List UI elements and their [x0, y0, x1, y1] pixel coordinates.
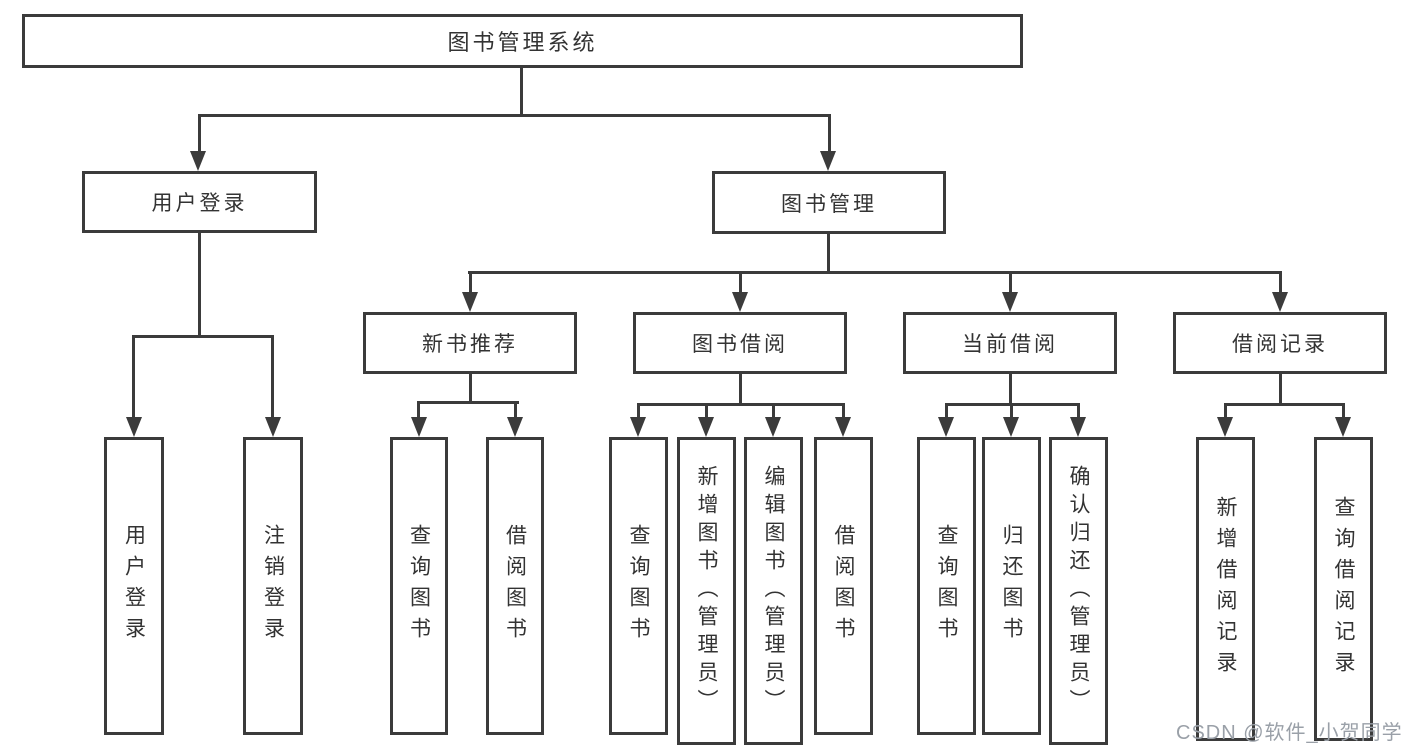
arrowhead-to-current-return — [1003, 417, 1019, 437]
connector-borrow-stub-1 — [637, 403, 640, 427]
arrowhead-to-book-mgmt — [820, 151, 836, 171]
connector-record-stub-1 — [1224, 403, 1227, 427]
leaf-borrow-query: 查询图书 — [609, 437, 668, 735]
arrowhead-to-borrow-add — [698, 417, 714, 437]
leaf-user-login-label: 用户登录 — [122, 524, 146, 648]
node-book-mgmt-group-label: 图书管理 — [781, 192, 877, 216]
connector-mgmt-stub-1 — [469, 271, 472, 293]
connector-newbook-stub-2 — [514, 401, 517, 427]
leaf-current-query-label: 查询图书 — [935, 524, 958, 648]
arrowhead-to-borrow-query — [630, 417, 646, 437]
connector-newbook-hline — [417, 401, 519, 404]
csdn-watermark: CSDN @软件_小贺同学 — [1176, 722, 1403, 744]
node-new-book-recommend-label: 新书推荐 — [422, 333, 518, 356]
arrowhead-to-record — [1272, 292, 1288, 312]
connector-mgmt-stub-4 — [1279, 271, 1282, 293]
arrowhead-to-borrow-edit — [765, 417, 781, 437]
node-book-borrow: 图书借阅 — [633, 312, 847, 374]
connector-root-right-stub — [828, 114, 831, 154]
leaf-current-confirm-admin: 确认归还（管理员） — [1049, 437, 1108, 745]
connector-root-left-stub — [198, 114, 201, 154]
leaf-user-login: 用户登录 — [104, 437, 164, 735]
leaf-borrow-borrow-label: 借阅图书 — [832, 524, 855, 648]
connector-current-stub-3 — [1077, 403, 1080, 427]
connector-current-vline — [1009, 374, 1012, 404]
node-root: 图书管理系统 — [22, 14, 1023, 68]
leaf-newbook-borrow: 借阅图书 — [486, 437, 544, 735]
arrowhead-to-current-confirm — [1070, 417, 1086, 437]
leaf-borrow-add-admin-label: 新增图书（管理员） — [695, 465, 718, 717]
leaf-borrow-edit-admin: 编辑图书（管理员） — [744, 437, 803, 745]
leaf-borrow-borrow: 借阅图书 — [814, 437, 873, 735]
arrowhead-to-borrow-borrow — [835, 417, 851, 437]
leaf-user-logout: 注销登录 — [243, 437, 303, 735]
connector-mgmt-vline — [827, 234, 830, 272]
connector-mgmt-stub-3 — [1009, 271, 1012, 293]
arrowhead-to-current — [1002, 292, 1018, 312]
node-user-login-group-label: 用户登录 — [151, 192, 248, 215]
connector-user-hline — [132, 335, 274, 338]
node-book-borrow-label: 图书借阅 — [692, 333, 788, 356]
connector-current-stub-2 — [1010, 403, 1013, 427]
arrowhead-to-record-add — [1217, 417, 1233, 437]
connector-newbook-stub-1 — [417, 401, 420, 427]
leaf-borrow-add-admin: 新增图书（管理员） — [677, 437, 736, 745]
leaf-borrow-edit-admin-label: 编辑图书（管理员） — [762, 465, 785, 717]
node-root-label: 图书管理系统 — [447, 30, 598, 55]
arrowhead-to-record-query — [1335, 417, 1351, 437]
connector-user-vline — [198, 233, 201, 335]
leaf-newbook-borrow-label: 借阅图书 — [503, 524, 527, 648]
node-book-mgmt-group: 图书管理 — [712, 171, 946, 234]
connector-record-vline — [1279, 374, 1282, 404]
leaf-current-return: 归还图书 — [982, 437, 1041, 735]
leaf-newbook-query-label: 查询图书 — [407, 524, 431, 648]
arrowhead-to-leaf-user-login — [126, 417, 142, 437]
leaf-current-return-label: 归还图书 — [1000, 524, 1023, 648]
node-borrow-record: 借阅记录 — [1173, 312, 1387, 374]
arrowhead-to-newbook-borrow — [507, 417, 523, 437]
arrowhead-to-newbook — [462, 292, 478, 312]
leaf-borrow-query-label: 查询图书 — [627, 524, 650, 648]
leaf-record-query-label: 查询借阅记录 — [1332, 496, 1355, 682]
leaf-record-add: 新增借阅记录 — [1196, 437, 1255, 741]
connector-borrow-stub-4 — [842, 403, 845, 427]
node-borrow-record-label: 借阅记录 — [1232, 333, 1328, 356]
connector-borrow-stub-3 — [772, 403, 775, 427]
connector-newbook-vline — [469, 374, 472, 402]
leaf-record-add-label: 新增借阅记录 — [1214, 496, 1237, 682]
connector-root-vline — [520, 68, 523, 116]
connector-borrow-vline — [739, 374, 742, 404]
connector-record-stub-2 — [1342, 403, 1345, 427]
node-current-borrow: 当前借阅 — [903, 312, 1117, 374]
connector-root-hline — [198, 114, 831, 117]
leaf-record-query: 查询借阅记录 — [1314, 437, 1373, 741]
leaf-current-query: 查询图书 — [917, 437, 976, 735]
arrowhead-to-borrow — [732, 292, 748, 312]
arrowhead-to-user-login — [190, 151, 206, 171]
node-user-login-group: 用户登录 — [82, 171, 317, 233]
connector-current-stub-1 — [945, 403, 948, 427]
connector-user-stub-1 — [132, 335, 135, 420]
arrowhead-to-newbook-query — [411, 417, 427, 437]
connector-mgmt-hline — [468, 271, 1282, 274]
connector-mgmt-stub-2 — [739, 271, 742, 293]
node-current-borrow-label: 当前借阅 — [962, 333, 1058, 356]
leaf-newbook-query: 查询图书 — [390, 437, 448, 735]
node-new-book-recommend: 新书推荐 — [363, 312, 577, 374]
leaf-current-confirm-admin-label: 确认归还（管理员） — [1067, 465, 1090, 717]
connector-borrow-stub-2 — [705, 403, 708, 427]
connector-user-stub-2 — [271, 335, 274, 420]
arrowhead-to-leaf-user-logout — [265, 417, 281, 437]
arrowhead-to-current-query — [938, 417, 954, 437]
connector-record-hline — [1224, 403, 1345, 406]
leaf-user-logout-label: 注销登录 — [261, 524, 285, 648]
connector-borrow-hline — [637, 403, 845, 406]
